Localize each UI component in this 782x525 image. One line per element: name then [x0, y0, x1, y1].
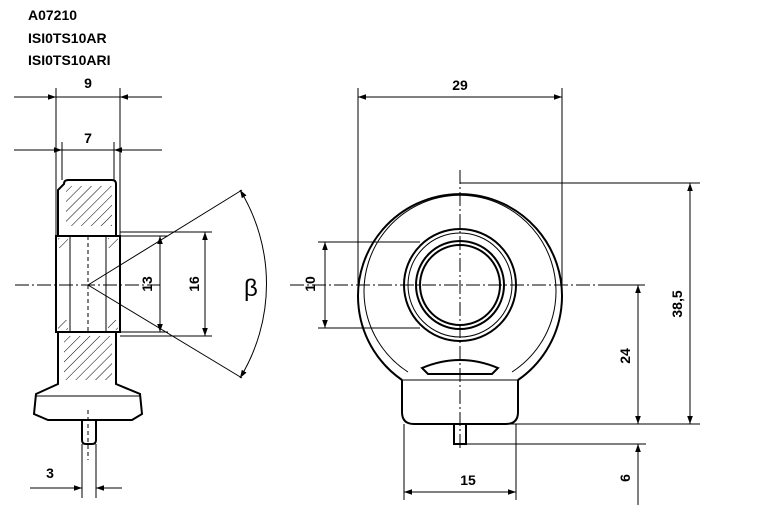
dim-side-width-inner: 7	[84, 130, 92, 146]
part-code-list: A07210 ISI0TS10AR ISI0TS10ARI	[28, 4, 110, 72]
side-housing-upper	[57, 179, 117, 237]
dim-side-width-outer: 9	[84, 75, 92, 91]
dim-ball-outer-dia: 16	[186, 276, 202, 292]
side-housing-lower	[32, 331, 144, 421]
dim-pin-offset: 3	[46, 465, 54, 481]
side-pin	[81, 420, 97, 445]
side-housing-upper-hatch	[66, 186, 112, 226]
dim-pin-length: 6	[617, 474, 633, 482]
side-view: 9 7 13 16 β 3	[14, 75, 267, 498]
front-view: 29 10 38,5 24 6 15	[290, 77, 700, 505]
dim-bore-dia: 10	[302, 276, 318, 292]
part-code: ISI0TS10ARI	[28, 52, 111, 68]
dim-tilt-angle: β	[244, 275, 258, 302]
part-code: A07210	[28, 7, 78, 23]
dim-front-width: 29	[452, 77, 468, 93]
part-code: ISI0TS10AR	[28, 29, 107, 46]
dim-base-width: 15	[460, 472, 476, 488]
dim-ball-inner-dia: 13	[139, 276, 155, 292]
dim-total-height: 38,5	[669, 290, 685, 317]
dim-center-height: 24	[617, 348, 633, 364]
front-slot	[420, 359, 500, 375]
